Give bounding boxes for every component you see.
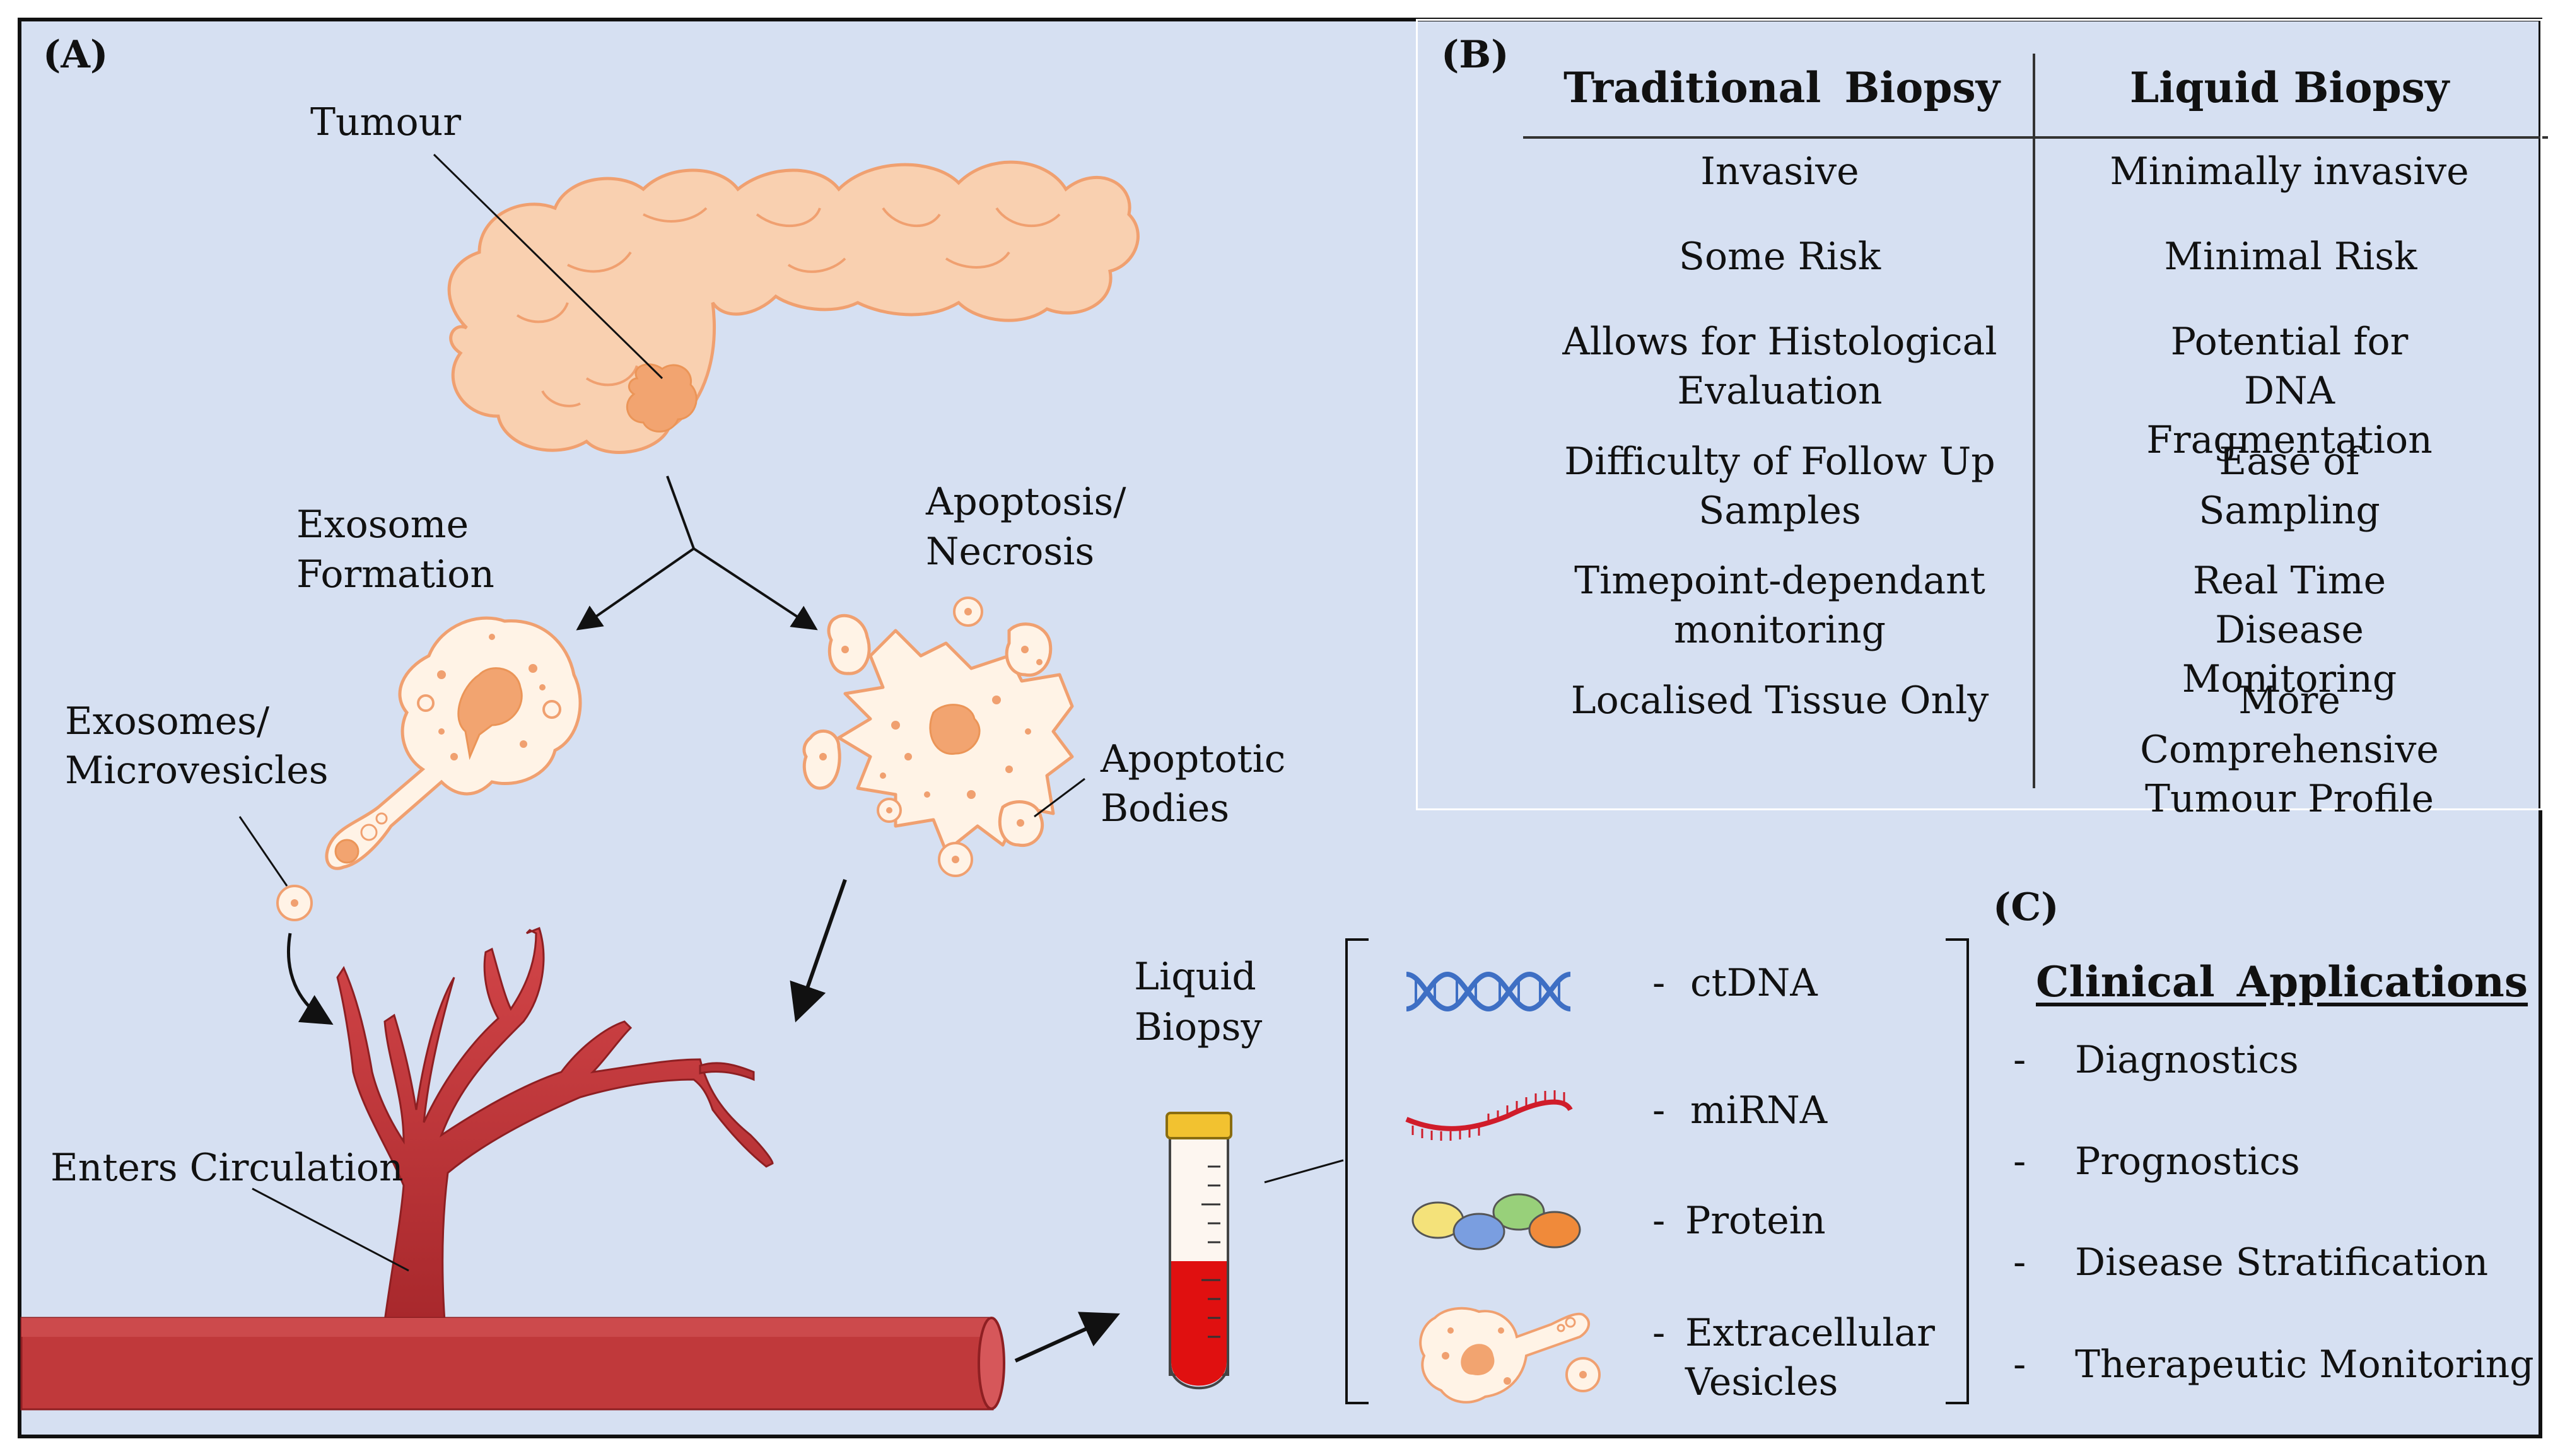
exosome-forming-cell: [325, 616, 582, 870]
application-dash-1: -: [2013, 1038, 2026, 1082]
exosomes-label-line1: Exosomes/: [65, 699, 270, 743]
apoptotic-cell: [802, 597, 1074, 877]
traditional-row-6: Localised Tissue Only: [1570, 678, 1989, 723]
split-arrows: [576, 475, 818, 631]
exosome-formation-label-line2: Formation: [296, 552, 494, 597]
biomarker-dash-2: -: [1652, 1088, 1666, 1133]
exosomes-leader-line: [238, 816, 288, 887]
enters-circulation-leader-line: [252, 1187, 409, 1272]
protein-blobs-icon: [1411, 1193, 1581, 1250]
dna-helix-icon: [1406, 971, 1571, 1012]
biomarker-label-vesicles-line2: Vesicles: [1685, 1360, 1838, 1404]
biomarker-label-ctdna: ctDNA: [1690, 961, 1818, 1005]
panel-b-tag: (B): [1441, 33, 1509, 77]
liquid-biopsy-label-line1: Liquid: [1134, 955, 1256, 999]
liquid-biopsy-header: Liquid Biopsy: [2129, 63, 2450, 112]
clinical-applications-title: Clinical Applications: [2036, 957, 2528, 1006]
traditional-row-3: Allows for Histological Evaluation: [1562, 320, 1997, 413]
liquid-row-3: Potential for DNA Fragmentation: [2146, 320, 2433, 462]
exosome-formation-label-line1: Exosome: [296, 503, 469, 547]
biomarker-dash-4: -: [1652, 1311, 1666, 1355]
enters-circulation-label: Enters Circulation: [50, 1146, 404, 1190]
apoptosis-label-line2: Necrosis: [926, 530, 1095, 574]
exosome-to-vessel-arrow: [287, 933, 334, 1025]
traditional-row-1: Invasive: [1700, 149, 1859, 194]
tumour-leader-line: [433, 153, 663, 380]
apoptotic-bodies-label-line1: Apoptotic: [1101, 737, 1286, 781]
application-item-therapeutic-monitoring: Therapeutic Monitoring: [2075, 1342, 2534, 1387]
comparison-table-panel: [1416, 19, 2542, 810]
liquid-row-6: More Comprehensive Tumour Profile: [2140, 678, 2439, 821]
right-bracket: [1946, 938, 1969, 1404]
biomarker-dash-1: -: [1652, 961, 1666, 1005]
application-item-diagnostics: Diagnostics: [2075, 1038, 2299, 1082]
vesicle-icon: [1419, 1307, 1601, 1404]
panel-c-tag: (C): [1993, 885, 2059, 929]
tumour-label: Tumour: [310, 100, 462, 144]
application-item-prognostics: Prognostics: [2075, 1139, 2300, 1184]
mirna-strand-icon: [1405, 1090, 1573, 1141]
apoptotic-to-vessel-arrow: [790, 879, 847, 1023]
application-item-stratification: Disease Stratification: [2075, 1240, 2489, 1284]
liquid-row-2: Minimal Risk: [2164, 235, 2417, 279]
apoptotic-bodies-leader-line: [1034, 778, 1085, 818]
vessel-to-biopsy-arrow: [1014, 1312, 1120, 1363]
pancreas-illustration: [447, 160, 1140, 454]
exosome-particle: [276, 885, 313, 921]
panel-a-tag: (A): [43, 33, 108, 77]
liquid-row-4: Ease of Sampling: [2199, 440, 2380, 533]
application-dash-4: -: [2013, 1342, 2026, 1387]
biomarker-label-vesicles-line1: Extracellular: [1685, 1311, 1935, 1355]
application-dash-2: -: [2013, 1139, 2026, 1184]
biomarker-label-mirna: miRNA: [1690, 1088, 1828, 1133]
apoptotic-bodies-label-line2: Bodies: [1101, 786, 1230, 830]
traditional-row-5: Timepoint-dependant monitoring: [1574, 559, 1985, 652]
liquid-row-5: Real Time Disease Monitoring: [2182, 559, 2397, 701]
blood-vessel: [20, 927, 1005, 1411]
liquid-biopsy-tube-icon: [1166, 1112, 1232, 1390]
tumour-mass: [626, 363, 698, 433]
biomarker-label-protein: Protein: [1685, 1199, 1826, 1243]
exosomes-label-line2: Microvesicles: [65, 748, 329, 793]
left-bracket: [1345, 938, 1369, 1404]
liquid-biopsy-label-line2: Biopsy: [1134, 1005, 1263, 1049]
application-dash-3: -: [2013, 1240, 2026, 1284]
traditional-row-4: Difficulty of Follow Up Samples: [1564, 440, 1995, 533]
liquid-row-1: Minimally invasive: [2110, 149, 2469, 194]
apoptosis-label-line1: Apoptosis/: [926, 480, 1126, 524]
biomarker-dash-3: -: [1652, 1199, 1666, 1243]
tube-to-bracket-line: [1264, 1159, 1344, 1184]
traditional-biopsy-header: Traditional Biopsy: [1563, 63, 2000, 112]
traditional-row-2: Some Risk: [1678, 235, 1881, 279]
